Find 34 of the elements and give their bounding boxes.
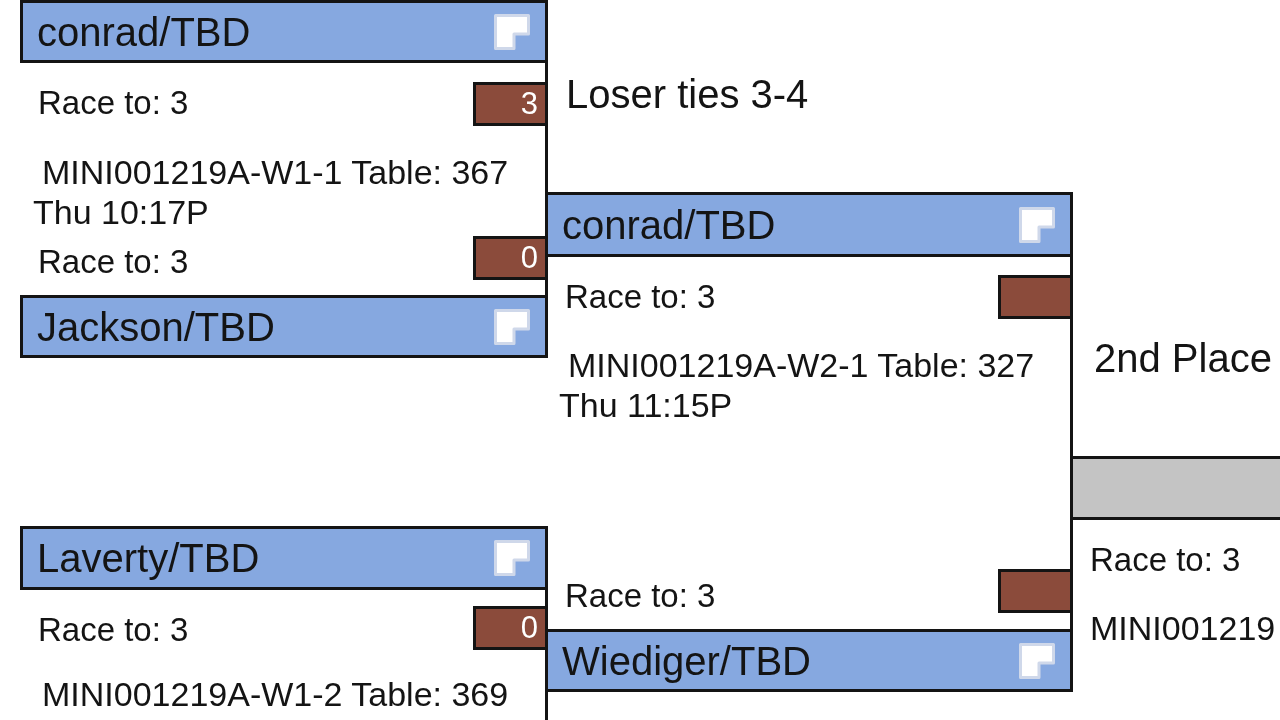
race-to-text: Race to: 3 [38,83,189,123]
bracket-line [545,590,548,629]
match-info-text: MINI001219A-W2-1 Table: 327 Thu 11:15P [559,345,1036,425]
score-box [998,569,1070,613]
race-to-text: Race to: 3 [565,576,716,616]
score-box [998,275,1070,319]
race-to-text: Race to: 3 [38,610,189,650]
player-bar [545,192,1073,257]
player-bar [20,0,548,63]
match-info-text: MINI001219A-W1-1 Table: 367 Thu 10:17P [33,152,510,232]
placement-label: 2nd Place [1094,335,1272,382]
player-name: Jackson/TBD [36,303,275,350]
bracket-line [545,63,548,192]
bracket-note: Loser ties 3-4 [566,71,809,118]
race-to-text: Race to: 3 [38,242,189,282]
player-name: conrad/TBD [561,201,776,248]
bracket-line [545,257,548,295]
bracket-line [1070,520,1073,629]
bracket-line [545,692,548,720]
player-bar [545,629,1073,692]
player-bar [20,295,548,358]
player-name: Wiediger/TBD [561,637,811,684]
score-box: 0 [473,606,545,650]
race-to-text: Race to: 3 [1090,540,1241,580]
player-name: conrad/TBD [36,8,251,55]
match-info-text: MINI001219A-W1-2 Table: 369 [41,674,510,714]
bracket-line [1070,257,1073,456]
player-bar [20,526,548,590]
score-box: 3 [473,82,545,126]
race-to-text: Race to: 3 [565,277,716,317]
match-info-text: MINI001219 [1090,608,1276,648]
score-box: 0 [473,236,545,280]
player-name: Laverty/TBD [36,535,260,581]
empty-slot-bar [1070,456,1280,520]
